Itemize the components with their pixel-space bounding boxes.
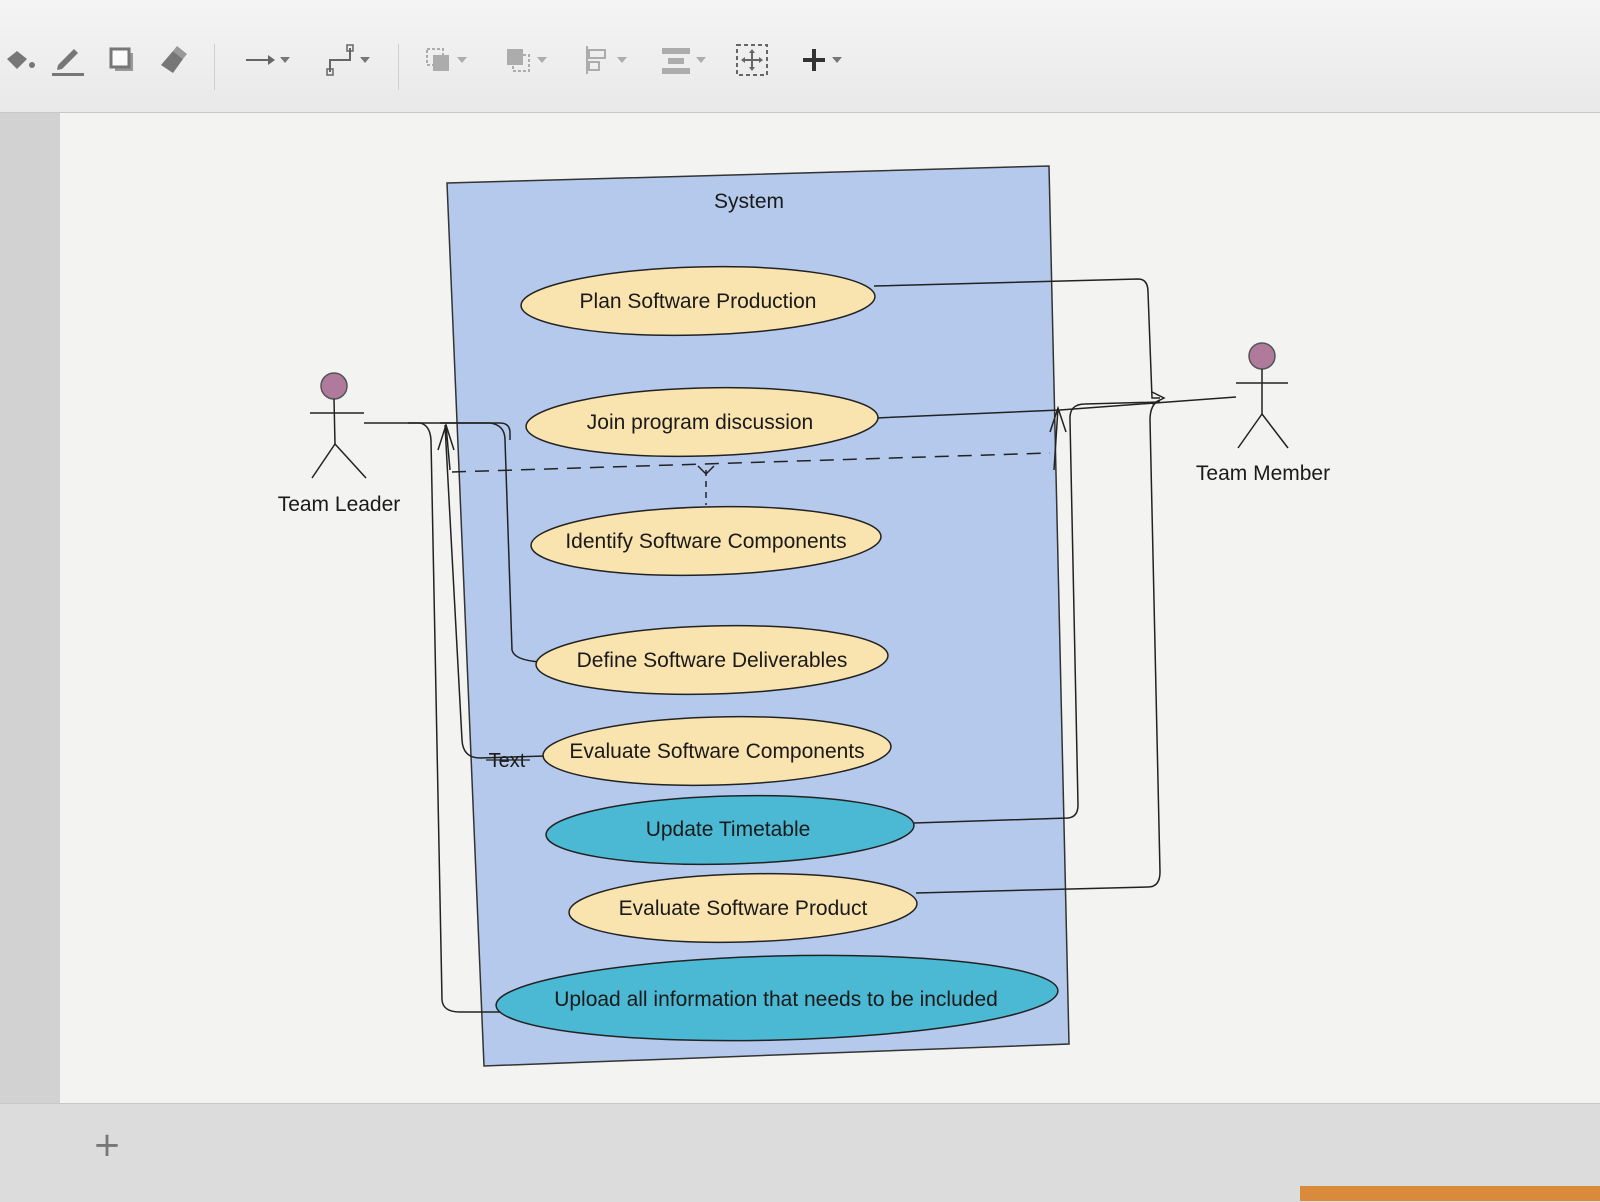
- assoc-member-join: [875, 396, 1237, 419]
- actor-left-leg: [1237, 413, 1263, 449]
- use-case-plan-software-production[interactable]: Plan Software Production: [520, 262, 876, 339]
- include-arrowhead: [697, 465, 715, 476]
- elbow-connector-icon[interactable]: [316, 40, 378, 80]
- arrowhead-left-stem: [445, 424, 451, 471]
- use-case-label: Define Software Deliverables: [577, 649, 848, 672]
- assoc-leader-join: [364, 422, 511, 440]
- assoc-member-update: [913, 401, 1161, 824]
- actor-label-team-member: Team Member: [1196, 462, 1330, 485]
- edge-label[interactable]: Text: [489, 750, 526, 772]
- use-case-label: Plan Software Production: [580, 290, 817, 313]
- use-case-evaluate-software-product[interactable]: Evaluate Software Product: [568, 869, 918, 946]
- system-title: System: [714, 190, 784, 213]
- plus-icon[interactable]: [786, 40, 856, 80]
- plus-icon[interactable]: +: [92, 1125, 122, 1165]
- page-tabs-bar: [0, 1103, 1600, 1202]
- use-case-label: Update Timetable: [646, 818, 811, 841]
- actor-right-leg: [1261, 413, 1289, 449]
- taskbar-edge: [1300, 1186, 1600, 1201]
- to-back-icon[interactable]: [494, 40, 556, 80]
- distribute-icon[interactable]: [652, 40, 714, 80]
- use-case-define-software-deliverables[interactable]: Define Software Deliverables: [535, 621, 889, 698]
- to-front-icon[interactable]: [414, 40, 476, 80]
- arrow-right-icon[interactable]: [236, 40, 298, 80]
- use-case-label: Identify Software Components: [565, 530, 846, 553]
- assoc-leader-define: [440, 422, 541, 663]
- fit-selection-icon[interactable]: [732, 40, 772, 80]
- assoc-member-plan: [873, 278, 1160, 399]
- include-dashed-line: [451, 452, 1051, 473]
- assoc-leader-evalcomp: [444, 424, 546, 759]
- actor-head: [320, 372, 348, 400]
- use-case-evaluate-software-components[interactable]: Evaluate Software Components: [542, 712, 892, 789]
- paint-bucket-icon[interactable]: [0, 40, 40, 80]
- use-case-update-timetable[interactable]: Update Timetable: [545, 791, 915, 869]
- pencil-icon[interactable]: [48, 40, 88, 80]
- actor-head: [1248, 342, 1276, 370]
- use-case-identify-software-components[interactable]: Identify Software Components: [530, 502, 882, 579]
- use-case-label: Evaluate Software Components: [569, 740, 864, 763]
- arrowhead-right-2: [1151, 391, 1166, 405]
- actor-label-team-leader: Team Leader: [278, 493, 401, 516]
- left-panel-edge: [0, 113, 60, 1113]
- actor-team-member[interactable]: [1236, 342, 1289, 449]
- assoc-member-evalprod: [915, 399, 1161, 894]
- actor-left-leg: [311, 443, 336, 479]
- actor-team-leader[interactable]: [310, 372, 367, 479]
- arrowhead-right-stem: [1053, 407, 1059, 471]
- use-case-upload-information[interactable]: Upload all information that needs to be …: [495, 949, 1059, 1048]
- assoc-leader-upload: [408, 422, 500, 1013]
- association-lines: [364, 278, 1237, 1013]
- toolbar: [0, 0, 1600, 113]
- actor-body: [333, 398, 336, 445]
- square-shadow-icon[interactable]: [102, 40, 142, 80]
- actor-right-leg: [334, 443, 367, 479]
- use-case-label: Evaluate Software Product: [619, 897, 868, 920]
- use-case-label: Join program discussion: [587, 411, 813, 434]
- align-icon[interactable]: [574, 40, 636, 80]
- use-case-join-program-discussion[interactable]: Join program discussion: [525, 383, 879, 460]
- brush-icon[interactable]: [152, 40, 192, 80]
- use-case-label: Upload all information that needs to be …: [554, 988, 998, 1011]
